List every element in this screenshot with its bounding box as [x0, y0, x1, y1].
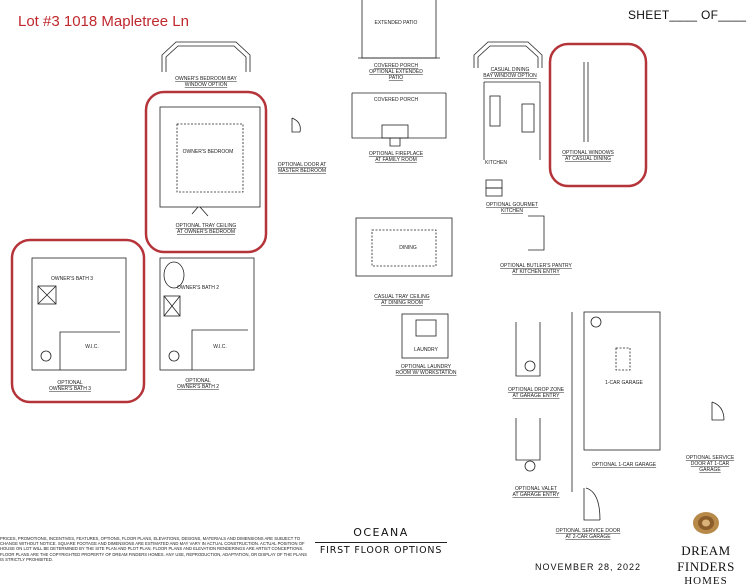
brand-name: DREAM FINDERS [677, 543, 735, 574]
series-subtitle: FIRST FLOOR OPTIONS [315, 542, 447, 556]
highlight-tray-ceiling [144, 90, 268, 254]
owners-bedroom-outline [159, 106, 261, 208]
room-kitchen: KITCHEN [485, 160, 507, 166]
floor-plan-drawing: EXTENDED PATIO OWNER'S BEDROOM COVERED P… [10, 0, 735, 540]
room-extended-patio: EXTENDED PATIO [375, 20, 418, 26]
room-owners-bedroom: OWNER'S BEDROOM [183, 149, 234, 155]
plan-date: NOVEMBER 28, 2022 [535, 562, 642, 572]
room-dining: DINING [399, 245, 417, 251]
brand-homes: HOMES [684, 575, 728, 587]
highlight-owners-bath-3 [10, 238, 146, 404]
brand-logo: DREAM FINDERS HOMES [660, 510, 752, 587]
bay-window-owners [161, 41, 251, 72]
legal-disclaimer: PRICES, PROMOTIONS, INCENTIVES, FEATURES… [0, 536, 307, 562]
room-laundry: LAUNDRY [414, 347, 438, 353]
sheet-number: SHEET____ OF____ [628, 8, 747, 22]
series-title-block: OCEANA FIRST FLOOR OPTIONS [315, 526, 447, 556]
lot-address: Lot #3 1018 Mapletree Ln [18, 13, 189, 30]
room-covered-porch: COVERED PORCH [374, 97, 419, 103]
room-garage: 1-CAR GARAGE [605, 380, 643, 386]
series-name: OCEANA [353, 526, 409, 539]
room-wic-2: W.I.C. [213, 344, 227, 350]
highlight-windows-casual [548, 42, 648, 188]
room-bath-2: OWNER'S BATH 2 [177, 285, 219, 291]
room-wic-3: W.I.C. [85, 344, 99, 350]
brand-mark-icon [693, 512, 719, 534]
room-bath-3: OWNER'S BATH 3 [51, 276, 93, 282]
caption-one-car: OPTIONAL 1-CAR GARAGE [592, 462, 657, 468]
